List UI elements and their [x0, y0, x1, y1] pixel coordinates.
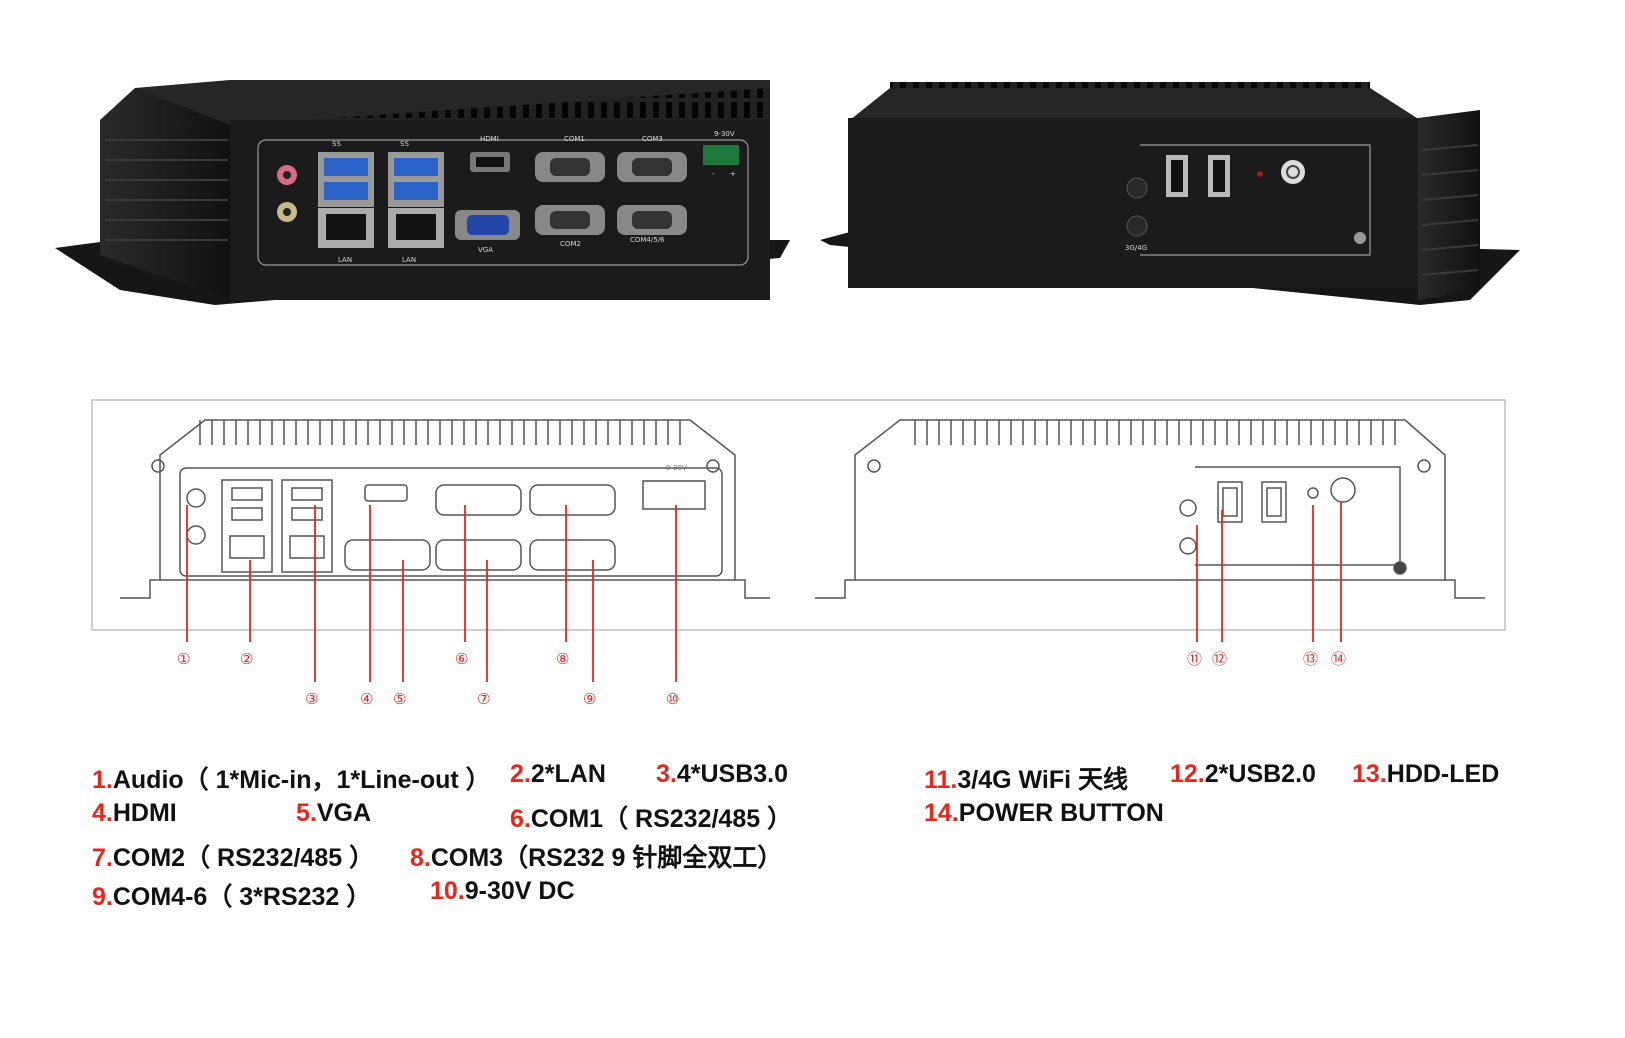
callout-9: ⑨: [583, 690, 596, 708]
callout-2: ②: [240, 650, 253, 668]
callout-12: ⑫: [1212, 650, 1227, 668]
lan-label-1: LAN: [338, 256, 352, 264]
dc-label: 9-30V: [714, 130, 735, 138]
photo-rear-io-panel: SS SS HDMI COM1 COM3 9-30V VGA COM2 COM4…: [55, 80, 790, 305]
legend-item-3: 3.4*USB3.0: [656, 760, 789, 788]
callout-1: ①: [177, 650, 190, 668]
3g4g-label: 3G/4G: [1125, 244, 1147, 252]
usb-ss-label-1: SS: [332, 140, 341, 148]
callout-3: ③: [305, 690, 318, 708]
callout-8: ⑧: [556, 650, 569, 668]
callout-numbers: ① ② ③ ④ ⑤ ⑥ ⑦ ⑧ ⑨ ⑩ ⑪ ⑫ ⑬ ⑭: [177, 650, 1346, 708]
dc-plus-label: +: [730, 170, 736, 178]
drawing-frame: [91, 399, 1506, 631]
callout-14: ⑭: [1331, 650, 1346, 668]
legend-item-8: 8.COM3（RS232 9 针脚全双工）: [410, 844, 783, 872]
vga-label: VGA: [478, 246, 493, 254]
legend-item-13: 13.HDD-LED: [1352, 760, 1500, 788]
legend-item-2: 2.2*LAN: [510, 760, 606, 788]
callout-5: ⑤: [393, 690, 406, 708]
usb-ss-label-2: SS: [400, 140, 409, 148]
callout-4: ④: [360, 690, 373, 708]
hdmi-label: HDMI: [480, 135, 499, 143]
dc-minus-label: -: [712, 170, 715, 178]
legend-item-10: 10.9-30V DC: [430, 877, 575, 905]
legend-item-9: 9.COM4-6（ 3*RS232 ）: [92, 883, 372, 911]
line-drawing-rear: 9-30V: [120, 419, 770, 599]
com456-label: COM4/5/6: [630, 236, 665, 244]
legend-item-6: 6.COM1（ RS232/485 ）: [510, 805, 793, 833]
photo-front-panel: 3G/4G: [820, 82, 1520, 305]
legend-item-5: 5.VGA: [296, 799, 372, 827]
com1-label: COM1: [564, 135, 585, 143]
com2-label: COM2: [560, 240, 581, 248]
legend-item-11: 11.3/4G WiFi 天线: [924, 766, 1129, 794]
legend-item-7: 7.COM2（ RS232/485 ）: [92, 844, 375, 872]
callout-7: ⑦: [477, 690, 490, 708]
lan-label-2: LAN: [402, 256, 416, 264]
legend-item-4: 4.HDMI: [92, 799, 177, 827]
com3-label: COM3: [642, 135, 663, 143]
callout-11: ⑪: [1187, 650, 1202, 668]
drawing-dc-label: 9-30V: [666, 464, 687, 472]
callout-10: ⑩: [666, 690, 679, 708]
legend-item-12: 12.2*USB2.0: [1170, 760, 1316, 788]
legend-item-1: 1.Audio（ 1*Mic-in，1*Line-out ）: [92, 766, 491, 794]
line-drawing-front: [815, 419, 1485, 599]
callout-6: ⑥: [455, 650, 468, 668]
legend-item-14: 14.POWER BUTTON: [924, 799, 1164, 827]
callout-leaders: [186, 502, 1342, 682]
callout-13: ⑬: [1303, 650, 1318, 668]
